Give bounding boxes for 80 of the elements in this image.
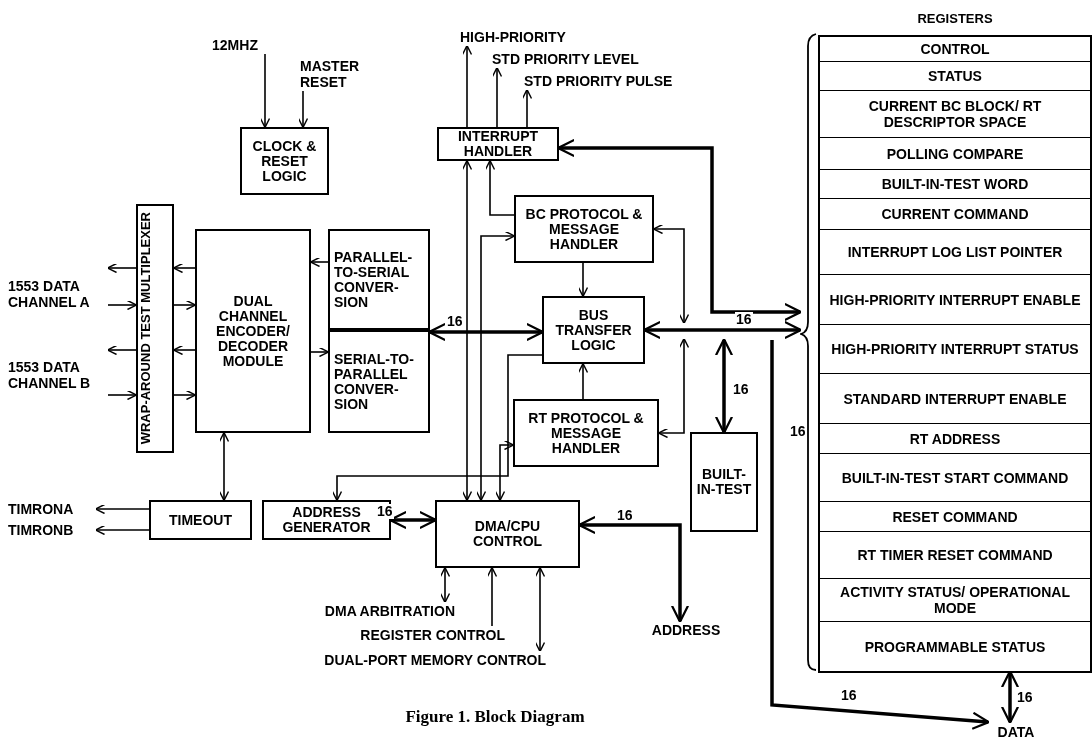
signal-label: TIMRONB <box>8 522 96 538</box>
bus-width-label: 16 <box>446 314 464 329</box>
register-row: HIGH-PRIORITY INTERRUPT STATUS <box>820 325 1090 374</box>
signal-label: STD PRIORITY LEVEL <box>492 50 672 68</box>
register-row: RT TIMER RESET COMMAND <box>820 532 1090 579</box>
register-row: STANDARD INTERRUPT ENABLE <box>820 374 1090 424</box>
multiplexer-box <box>136 204 174 453</box>
register-row: HIGH-PRIORITY INTERRUPT ENABLE <box>820 275 1090 325</box>
block-box: DMA/CPU CONTROL <box>435 500 580 568</box>
register-row: CURRENT BC BLOCK/ RT DESCRIPTOR SPACE <box>820 91 1090 138</box>
bus-width-label: 16 <box>735 312 753 327</box>
block-box: TIMEOUT <box>149 500 252 540</box>
arrow <box>486 566 498 627</box>
signal-label: 1553 DATA CHANNEL B <box>8 343 108 407</box>
register-row: POLLING COMPARE <box>820 138 1090 170</box>
arrow <box>534 566 546 653</box>
register-row: STATUS <box>820 62 1090 91</box>
arrow <box>494 439 515 502</box>
bus-width-label: 16 <box>840 688 858 703</box>
arrow <box>94 524 150 536</box>
arrow <box>173 389 197 401</box>
signal-label: ADDRESS <box>636 621 736 639</box>
register-row: INTERRUPT LOG LIST POINTER <box>820 230 1090 275</box>
arrow <box>439 566 451 604</box>
block-box: SERIAL-TO-PARALLEL CONVER-SION <box>328 330 430 433</box>
block-box: CLOCK & RESET LOGIC <box>240 127 329 195</box>
block-box: INTERRUPT HANDLER <box>437 127 559 161</box>
arrow <box>577 262 589 298</box>
arrow <box>521 88 533 128</box>
signal-label: TIMRONA <box>8 501 96 517</box>
block-label: WRAP-AROUND TEST MULTIPLEXER <box>138 212 154 445</box>
arrow <box>475 230 516 502</box>
block-box: BUILT-IN-TEST <box>690 432 758 532</box>
bus-width-label: 16 <box>376 504 394 519</box>
block-box: BC PROTOCOL & MESSAGE HANDLER <box>514 195 654 263</box>
figure-caption: Figure 1. Block Diagram <box>404 706 586 728</box>
arrow <box>297 90 309 129</box>
arrow <box>461 44 473 128</box>
arrow <box>491 66 503 128</box>
register-row: RESET COMMAND <box>820 502 1090 532</box>
signal-label: DUAL-PORT MEMORY CONTROL <box>246 651 546 669</box>
signal-label: DATA <box>988 722 1044 742</box>
arrow <box>461 159 473 502</box>
register-row: RT ADDRESS <box>820 424 1090 454</box>
arrow <box>94 503 150 515</box>
signal-label: DMA ARBITRATION <box>270 602 455 620</box>
bus-width-label: 16 <box>1016 690 1034 705</box>
signal-label: STD PRIORITY PULSE <box>524 72 714 90</box>
arrow <box>173 299 197 311</box>
register-row: CONTROL <box>820 37 1090 62</box>
arrow <box>310 346 330 358</box>
arrow <box>106 262 137 274</box>
bus-arrow <box>714 338 734 434</box>
register-row: CURRENT COMMAND <box>820 199 1090 230</box>
signal-label: 1553 DATA CHANNEL A <box>8 262 108 326</box>
bus-width-label: 16 <box>790 424 806 439</box>
register-row: PROGRAMMABLE STATUS <box>820 622 1090 671</box>
signal-label: 12MHZ <box>200 36 270 54</box>
arrow <box>259 53 271 129</box>
signal-label: MASTER RESET <box>300 57 390 91</box>
bus-arrow <box>770 340 990 730</box>
arrow <box>107 389 138 401</box>
block-box: BUS TRANSFER LOGIC <box>542 296 645 364</box>
register-row: ACTIVITY STATUS/ OPERATIONAL MODE <box>820 579 1090 622</box>
signal-label: HIGH-PRIORITY <box>460 28 590 46</box>
register-row: BUILT-IN-TEST WORD <box>820 170 1090 199</box>
arrow <box>107 299 138 311</box>
register-row: BUILT-IN-TEST START COMMAND <box>820 454 1090 502</box>
arrow <box>106 344 137 356</box>
bus-width-label: 16 <box>616 508 634 523</box>
block-box: PARALLEL-TO-SERIAL CONVER-SION <box>328 229 430 330</box>
arrow <box>331 354 543 502</box>
bus-width-label: 16 <box>732 382 750 397</box>
signal-label: REGISTER CONTROL <box>308 626 505 644</box>
arrow <box>218 431 230 502</box>
stack-heading: REGISTERS <box>916 10 994 29</box>
bus-arrow <box>428 322 544 342</box>
block-box: DUAL CHANNEL ENCODER/ DECODER MODULE <box>195 229 311 433</box>
arrow <box>577 362 589 400</box>
block-box: RT PROTOCOL & MESSAGE HANDLER <box>513 399 659 467</box>
